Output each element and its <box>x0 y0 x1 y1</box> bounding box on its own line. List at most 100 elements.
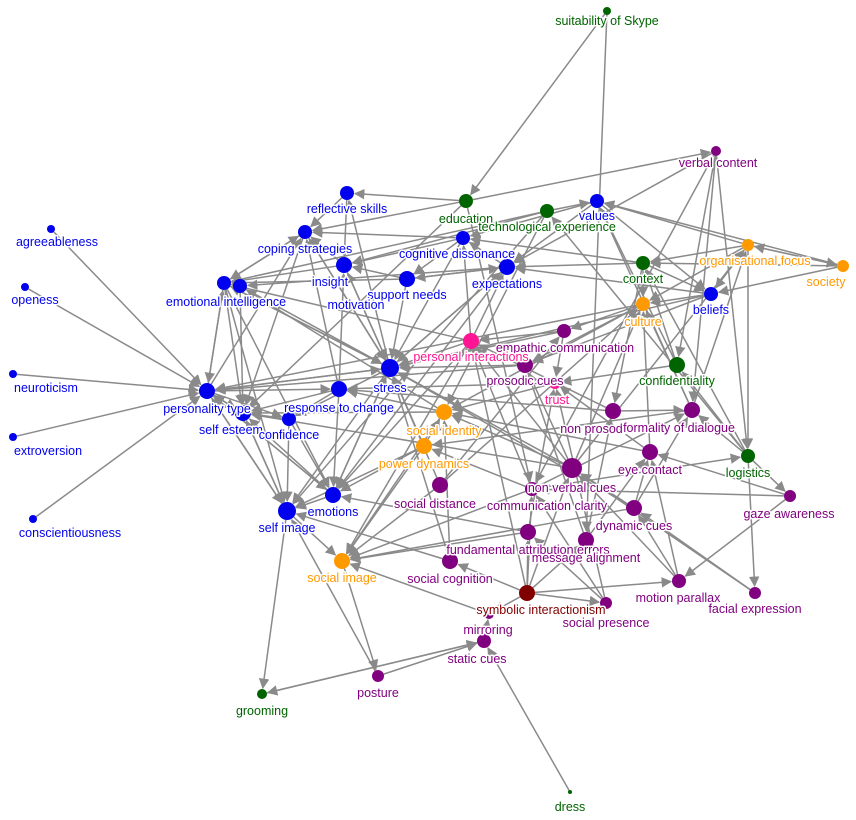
edge-symbolic-to-mirroring <box>493 596 521 612</box>
edge-non_verbal-to-culture <box>575 310 641 460</box>
node-cog_dissonance[interactable] <box>456 231 470 245</box>
node-values[interactable] <box>590 194 604 208</box>
node-emotional_int[interactable] <box>217 276 231 290</box>
node-label-social_cognition: social cognition <box>407 572 493 586</box>
edge-personal_int-to-social_image <box>345 347 468 555</box>
node-label-extroversion: extroversion <box>14 444 82 458</box>
edge-values-to-cog_dissonance <box>469 202 591 239</box>
node-dynamic_cues[interactable] <box>626 500 642 516</box>
node-insight[interactable] <box>336 257 352 273</box>
node-motivation[interactable] <box>233 279 247 293</box>
edge-self_image-to-grooming <box>258 519 287 690</box>
node-label-openess: openess <box>11 293 58 307</box>
edge-society-to-context <box>649 258 838 269</box>
edge-cog_dissonance-to-support_needs <box>413 241 458 275</box>
node-prosodic[interactable] <box>517 357 533 373</box>
node-social_identity[interactable] <box>436 404 452 420</box>
node-social_image[interactable] <box>334 553 350 569</box>
edge-conscientiousness-to-personality <box>35 395 201 518</box>
node-society[interactable] <box>837 260 849 272</box>
node-org_focus[interactable] <box>742 239 754 251</box>
node-label-posture: posture <box>357 686 399 700</box>
node-beliefs[interactable] <box>704 287 718 301</box>
node-context[interactable] <box>636 256 650 270</box>
edge-msg_alignment-to-prosodic <box>526 372 585 533</box>
node-mirroring[interactable] <box>484 609 494 619</box>
edge-tech_experience-to-social_identity <box>447 216 545 405</box>
node-self_esteem[interactable] <box>235 405 251 421</box>
node-label-values: values <box>579 209 615 223</box>
node-support_needs[interactable] <box>399 271 415 287</box>
node-grooming[interactable] <box>257 689 267 699</box>
node-suitability[interactable] <box>603 7 611 15</box>
node-facial_expr[interactable] <box>749 587 761 599</box>
node-msg_alignment[interactable] <box>578 532 594 548</box>
edge-motion_parallax-to-eye_contact <box>648 459 679 575</box>
node-label-social_identity: social identity <box>406 424 482 438</box>
node-label-beliefs: beliefs <box>693 303 729 317</box>
node-personal_int[interactable] <box>463 333 479 349</box>
edge-response_change-to-self_esteem <box>250 390 332 414</box>
node-label-social_distance: social distance <box>394 497 476 511</box>
node-response_change[interactable] <box>331 381 347 397</box>
node-agreeableness[interactable] <box>47 225 55 233</box>
edge-self_image-to-social_image <box>293 516 337 556</box>
node-reflective_skills[interactable] <box>340 186 354 200</box>
node-eye_contact[interactable] <box>642 444 658 460</box>
node-social_cognition[interactable] <box>442 553 458 569</box>
node-self_image[interactable] <box>278 502 296 520</box>
node-confidentiality[interactable] <box>669 357 685 373</box>
node-stress[interactable] <box>381 359 399 377</box>
node-non_prosodic[interactable] <box>605 403 621 419</box>
node-label-reflective_skills: reflective skills <box>307 202 388 216</box>
node-culture[interactable] <box>636 297 650 311</box>
edge-neuroticism-to-personality <box>16 373 200 395</box>
node-static_cues[interactable] <box>477 634 491 648</box>
edge-personal_int-to-stress <box>398 342 464 367</box>
node-confidence[interactable] <box>282 412 296 426</box>
node-label-trust: trust <box>545 393 570 407</box>
node-symbolic[interactable] <box>519 585 535 601</box>
edge-emotional_int-to-self_esteem <box>224 289 246 406</box>
node-non_verbal[interactable] <box>562 458 582 478</box>
node-formality[interactable] <box>684 402 700 418</box>
node-gaze[interactable] <box>784 490 796 502</box>
node-label-fae: fundamental attribution errors <box>446 543 609 557</box>
edge-suitability-to-msg_alignment <box>581 14 608 533</box>
node-education[interactable] <box>459 194 473 208</box>
node-social_presence[interactable] <box>600 597 612 609</box>
edge-fae-to-emotions <box>340 493 521 532</box>
node-label-education: education <box>439 212 493 226</box>
node-conscientiousness[interactable] <box>29 515 37 523</box>
edge-verbal_content-to-formality <box>688 155 717 403</box>
node-logistics[interactable] <box>741 449 755 463</box>
node-empathic[interactable] <box>557 324 571 338</box>
node-fae[interactable] <box>520 524 536 540</box>
node-verbal_content[interactable] <box>711 146 721 156</box>
node-tech_experience[interactable] <box>540 204 554 218</box>
edge-verbal_content-to-comm_clarity <box>535 155 715 483</box>
edge-social_presence-to-comm_clarity <box>535 494 604 599</box>
node-extroversion[interactable] <box>9 433 17 441</box>
node-trust[interactable] <box>549 377 561 389</box>
edge-empathic-to-personal_int <box>478 331 558 345</box>
edge-org_focus-to-values <box>603 200 743 245</box>
edge-msg_alignment-to-non_prosodic <box>586 418 615 533</box>
node-personality[interactable] <box>199 383 215 399</box>
node-power_dynamics[interactable] <box>416 438 432 454</box>
edge-openess-to-personality <box>28 288 201 388</box>
node-neuroticism[interactable] <box>9 370 17 378</box>
edge-msg_alignment-to-eye_contact <box>590 458 646 534</box>
node-emotions[interactable] <box>325 487 341 503</box>
edge-personal_int-to-cog_dissonance <box>459 244 472 334</box>
node-openess[interactable] <box>21 283 29 291</box>
node-coping[interactable] <box>298 225 312 239</box>
node-motion_parallax[interactable] <box>672 574 686 588</box>
node-comm_clarity[interactable] <box>525 482 539 496</box>
node-social_distance[interactable] <box>432 477 448 493</box>
edge-personality-to-response_change <box>214 384 332 395</box>
node-expectations[interactable] <box>499 259 515 275</box>
node-posture[interactable] <box>372 670 384 682</box>
node-dress[interactable] <box>568 790 572 794</box>
